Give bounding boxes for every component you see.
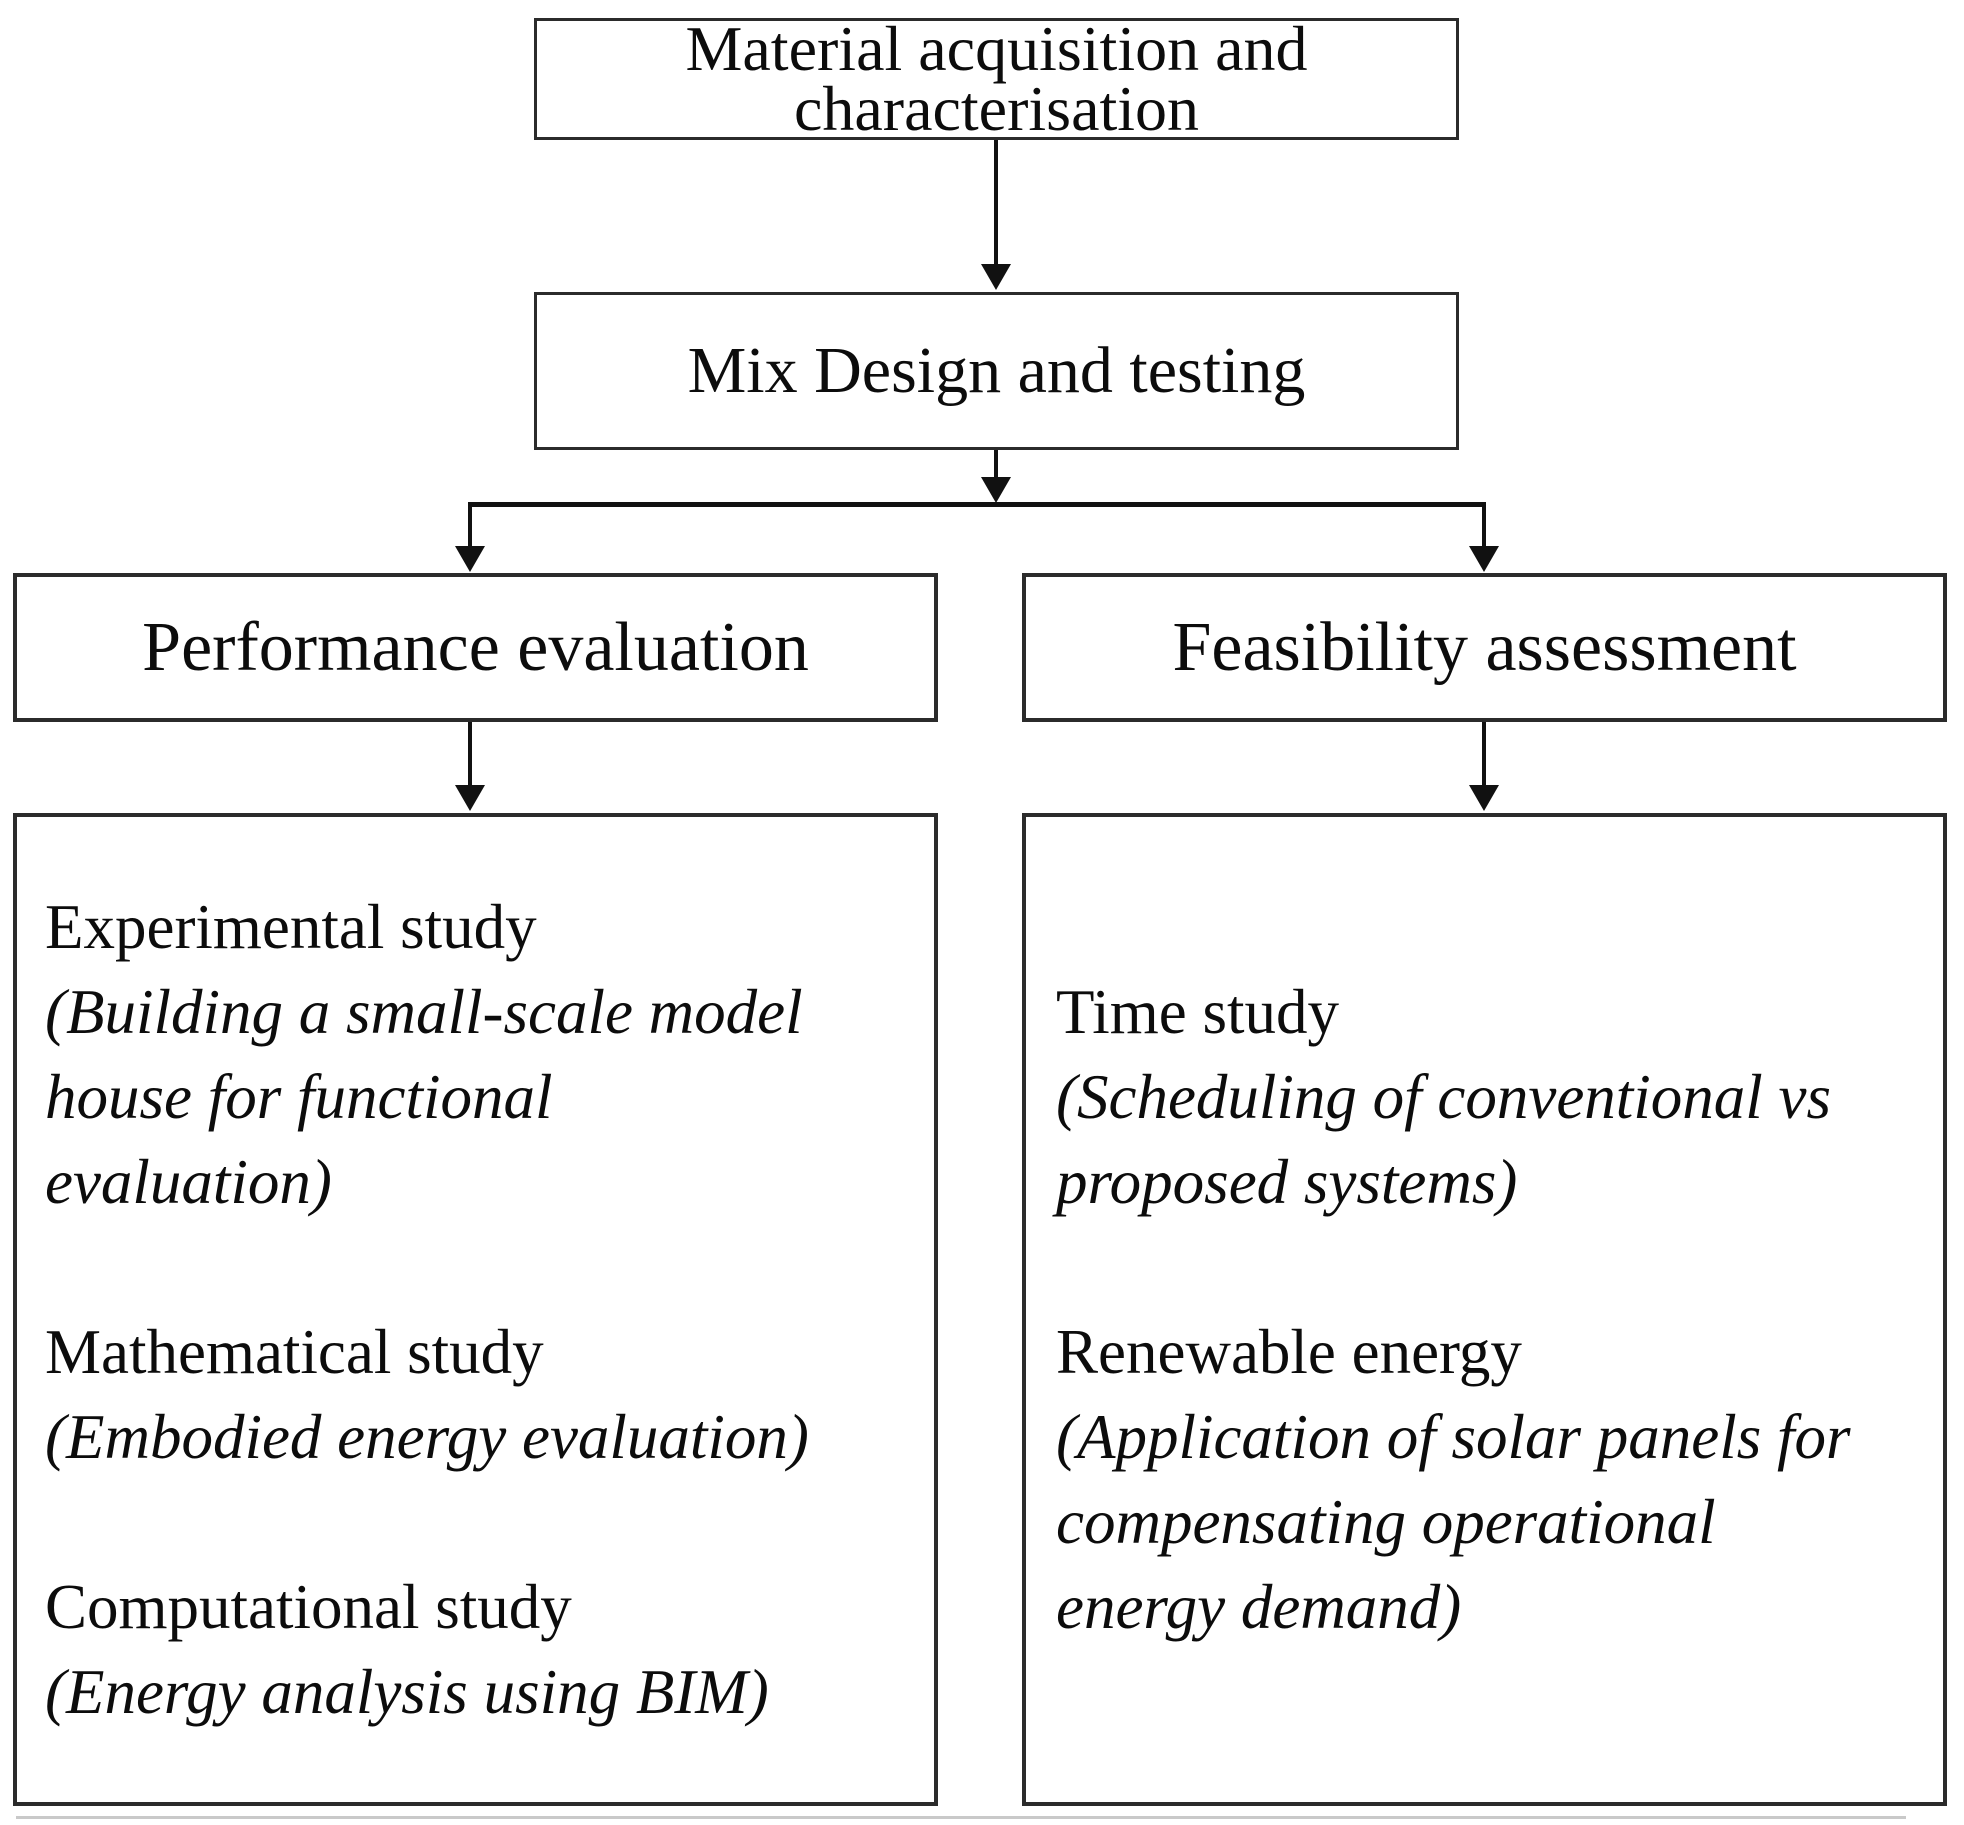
spacer [1056, 1225, 1066, 1310]
item-subtitle-line: house for functional [45, 1061, 553, 1132]
arrow-performance-to-detail-stem [468, 722, 472, 786]
arrow-feasibility-to-detail-stem [1482, 722, 1486, 786]
arrowhead-performance-to-detail [455, 785, 485, 811]
item-subtitle-line: (Building a small-scale model [45, 976, 803, 1047]
item-title: Computational study [45, 1571, 572, 1642]
item-subtitle-line: compensating operational [1056, 1486, 1716, 1557]
item-subtitle-line: (Scheduling of conventional vs [1056, 1061, 1832, 1132]
item-subtitle-line: evaluation) [45, 1146, 332, 1217]
arrowhead-branch-to-performance [455, 546, 485, 572]
item-subtitle-line: (Embodied energy evaluation) [45, 1401, 809, 1472]
spacer [45, 1225, 55, 1310]
item-subtitle-line: (Energy analysis using BIM) [45, 1656, 769, 1727]
arrowhead-branch-to-feasibility [1469, 546, 1499, 572]
feasibility-assessment-box: Feasibility assessment [1022, 573, 1947, 722]
mix-design-box: Mix Design and testing [534, 292, 1459, 450]
feasibility-detail-box: Time study (Scheduling of conventional v… [1022, 813, 1947, 1806]
item-subtitle-line: energy demand) [1056, 1571, 1462, 1642]
item-subtitle-line: (Application of solar panels for [1056, 1401, 1851, 1472]
arrow-branch-to-performance-stem [468, 505, 472, 547]
branch-connector-line [468, 502, 1486, 507]
item-subtitle-line: proposed systems) [1056, 1146, 1518, 1217]
arrow-mix-to-branch-stem [994, 450, 998, 478]
item-title: Experimental study [45, 891, 537, 962]
arrowhead-feasibility-to-detail [1469, 785, 1499, 811]
arrowhead-mix-to-branch [981, 477, 1011, 503]
material-acquisition-line-2: characterisation [793, 73, 1200, 144]
item-title: Mathematical study [45, 1316, 544, 1387]
feasibility-assessment-label: Feasibility assessment [1172, 608, 1797, 686]
spacer [45, 1480, 55, 1565]
arrow-branch-to-feasibility-stem [1482, 505, 1486, 547]
bottom-hairline [16, 1816, 1906, 1819]
performance-detail-box: Experimental study (Building a small-sca… [13, 813, 938, 1806]
item-title: Renewable energy [1056, 1316, 1522, 1387]
mix-design-label: Mix Design and testing [687, 334, 1306, 407]
performance-evaluation-label: Performance evaluation [142, 608, 809, 686]
item-title: Time study [1056, 976, 1340, 1047]
performance-evaluation-box: Performance evaluation [13, 573, 938, 722]
material-acquisition-box: Material acquisition and characterisatio… [534, 13, 1459, 144]
material-acquisition-line-1: Material acquisition and [685, 13, 1308, 84]
arrow-acquisition-to-mix-stem [994, 140, 998, 266]
arrowhead-acquisition-to-mix [981, 264, 1011, 290]
